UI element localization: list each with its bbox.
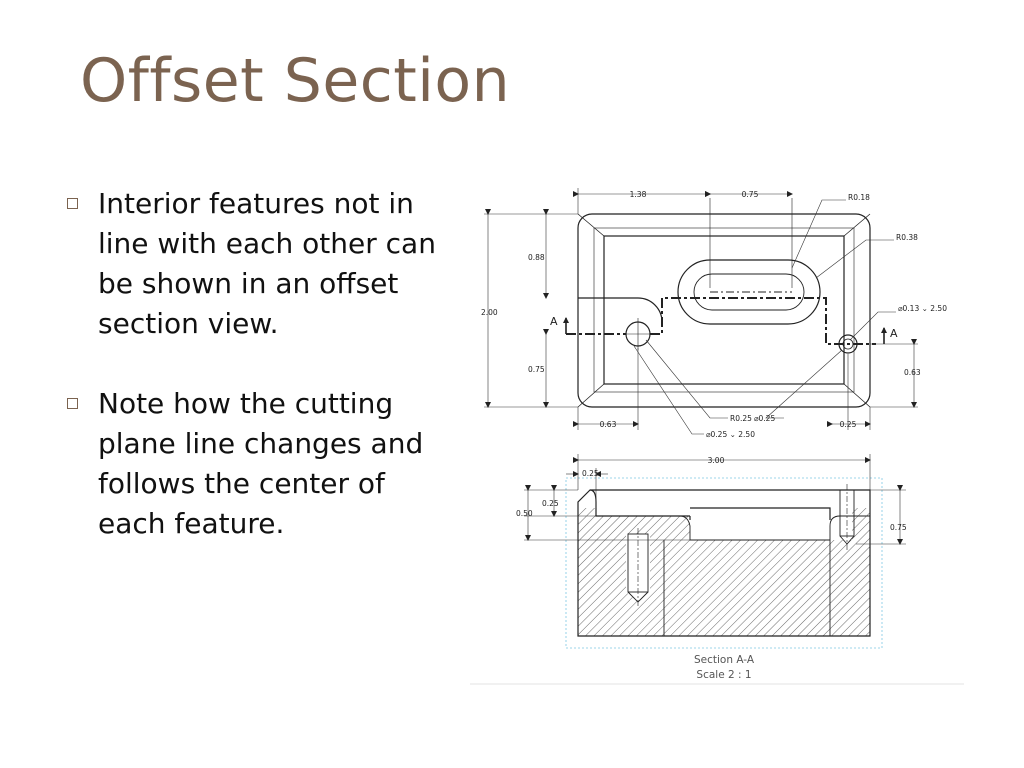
dim-label: ⌀0.25 ⌄ 2.50 [706,430,755,439]
bullet-item: Note how the cutting plane line changes … [62,384,447,544]
section-bounding-box [565,477,883,649]
bullet-text: Note how the cutting plane line changes … [98,387,424,540]
dim-label: 3.00 [708,456,725,465]
plate-outline [577,213,871,408]
caption-line: Section A-A [694,654,755,666]
slide-title: Offset Section [80,46,511,116]
dim-label: 0.63 [904,368,921,377]
plan-labels: 1.38 0.75 R0.18 R0.38 0.88 2.00 A A 0.75… [481,190,947,439]
plan-dimensions [484,188,918,435]
section-dimensions [524,454,906,545]
dim-label: 0.63 [600,420,617,429]
section-hatch [578,490,870,636]
bullet-list: Interior features not in line with each … [62,184,447,544]
dim-label: R0.38 [896,233,918,242]
plan-view [563,198,887,408]
section-mark: A [890,327,898,340]
bullet-text: Interior features not in line with each … [98,187,436,340]
square-bullet-icon [67,398,78,409]
square-bullet-icon [67,198,78,209]
section-view [565,477,883,649]
recess-outline [603,235,845,385]
section-mark: A [550,315,558,328]
dim-label: ⌀0.25 [754,414,775,423]
dim-label: ⌀0.13 ⌄ 2.50 [898,304,947,313]
slot-outer [677,259,821,325]
dim-label: 0.75 [742,190,759,199]
dim-label: 0.75 [890,523,907,532]
dim-label: R0.18 [848,193,870,202]
dim-label: R0.25 [730,414,752,423]
cutting-plane-line [566,297,876,345]
dim-label: 0.25 [840,420,857,429]
dim-label: 0.25 [582,469,599,478]
dim-label: 0.25 [542,499,559,508]
dim-label: 0.50 [516,509,533,518]
technical-drawing: 1.38 0.75 R0.18 R0.38 0.88 2.00 A A 0.75… [470,188,964,685]
section-caption: Section A-A Scale 2 : 1 [694,654,755,681]
dim-label: 1.38 [630,190,647,199]
bullet-item: Interior features not in line with each … [62,184,447,344]
dim-label: 0.75 [528,365,545,374]
dim-label: 2.00 [481,308,498,317]
slot-inner [693,273,805,311]
section-labels: 3.00 0.25 0.25 0.50 0.75 [516,456,907,532]
caption-line: Scale 2 : 1 [696,669,751,681]
dim-label: 0.88 [528,253,545,262]
